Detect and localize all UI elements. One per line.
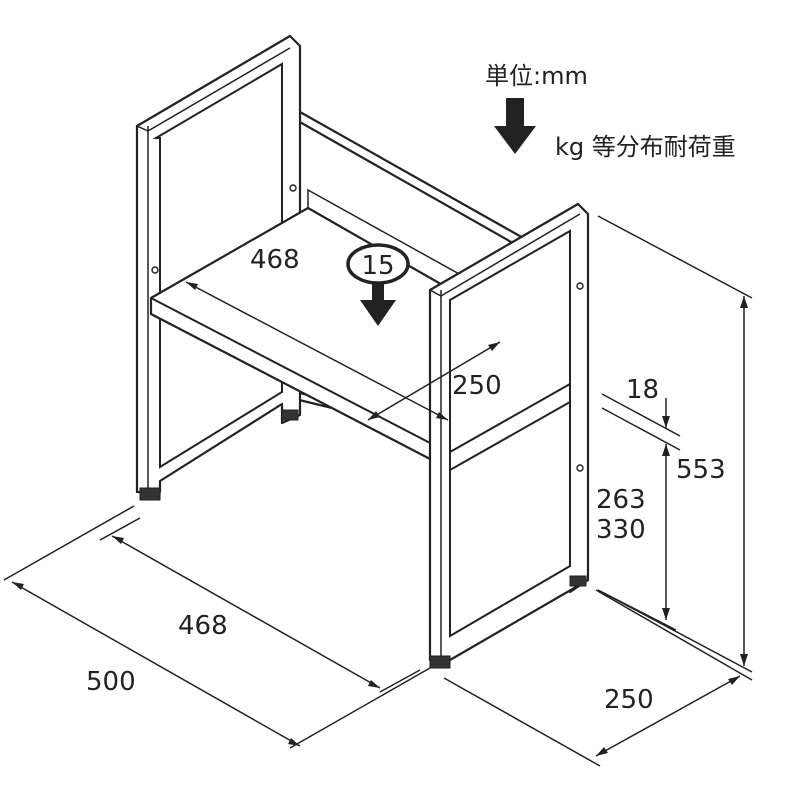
dim-shelf-thickness: 18	[601, 375, 681, 451]
right-back-foot	[569, 575, 587, 587]
load-label: kg 等分布耐荷重	[555, 133, 736, 161]
right-front-foot	[429, 655, 451, 669]
unit-label: 単位:mm	[485, 62, 588, 90]
load-badge: 15	[346, 243, 410, 326]
shelf-depth-label: 250	[452, 371, 502, 401]
shelf-height-low-label: 263	[596, 485, 646, 515]
right-frame	[428, 202, 590, 669]
dim-outer-depth: 250	[443, 589, 753, 767]
outer-depth-label: 250	[604, 685, 654, 715]
inner-width-label: 468	[178, 611, 228, 641]
dim-outer-width: 500	[3, 505, 431, 749]
left-back-foot	[281, 409, 299, 421]
dim-total-height: 553	[597, 215, 753, 673]
dim-shelf-height: 263 330	[596, 444, 677, 631]
outer-width-label: 500	[86, 667, 136, 697]
shelf-thickness-label: 18	[626, 375, 659, 405]
left-front-foot	[139, 487, 161, 501]
shelf-height-high-label: 330	[596, 515, 646, 545]
legend: 単位:mm kg 等分布耐荷重	[485, 62, 736, 161]
dim-inner-width: 468	[99, 517, 421, 693]
load-value: 15	[361, 251, 394, 281]
total-height-label: 553	[676, 455, 726, 485]
dim-shelf-depth: 250	[367, 341, 502, 421]
dim-shelf-width: 468	[185, 245, 449, 421]
load-arrow-icon	[360, 284, 396, 326]
down-arrow-icon	[494, 98, 536, 154]
shelf-width-label: 468	[250, 245, 300, 275]
